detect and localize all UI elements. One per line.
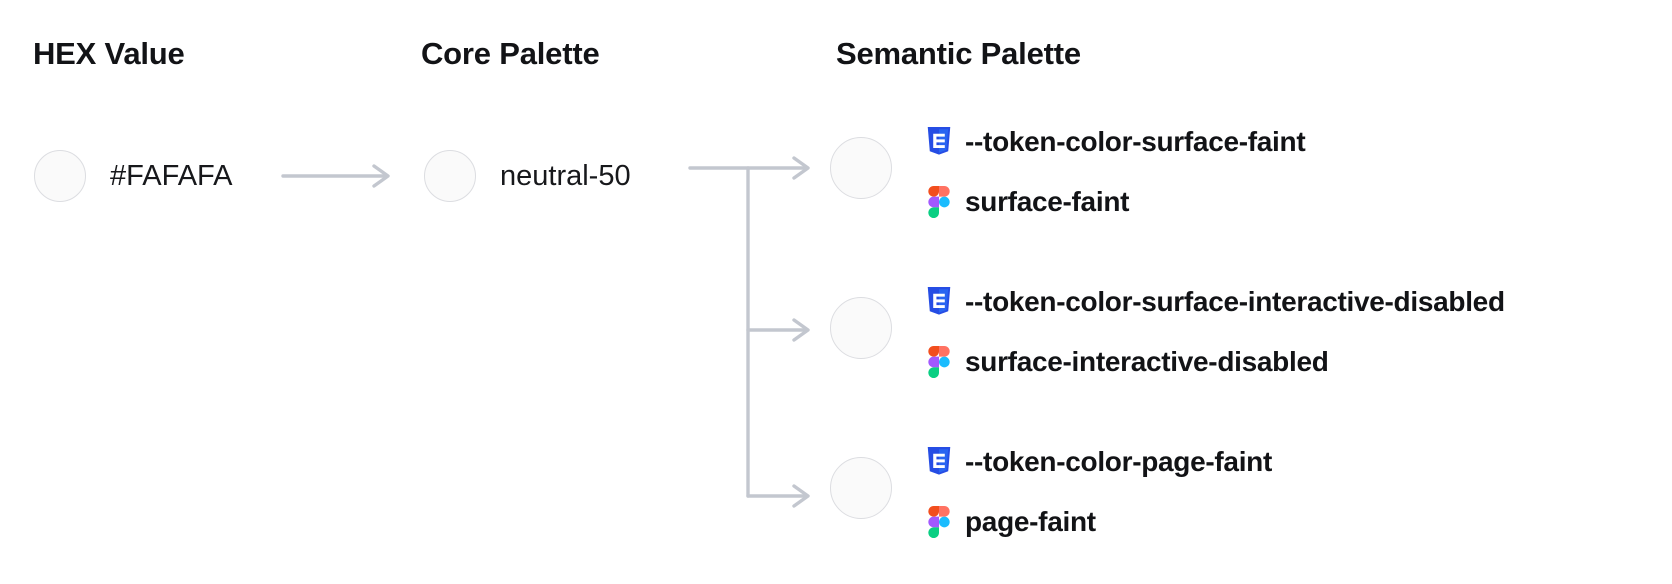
figma-icon xyxy=(925,346,953,378)
css3-icon xyxy=(925,446,953,478)
figma-icon xyxy=(925,186,953,218)
hex-value-label: #FAFAFA xyxy=(110,160,233,192)
figma-token-line-1: surface-interactive-disabled xyxy=(925,340,1645,384)
semantic-row-0: --token-color-surface-faint surface-fain… xyxy=(925,120,1645,224)
color-swatch-hex xyxy=(34,150,86,202)
arrow-core-to-semantic-branch xyxy=(688,156,810,508)
figma-token-label: surface-interactive-disabled xyxy=(965,346,1329,377)
css3-icon xyxy=(925,286,953,318)
css-token-line-2: --token-color-page-faint xyxy=(925,440,1645,484)
figma-token-label: page-faint xyxy=(965,506,1096,537)
semantic-row-1: --token-color-surface-interactive-disabl… xyxy=(925,280,1645,384)
color-swatch-semantic-0 xyxy=(830,137,892,199)
arrow-hex-to-core xyxy=(281,164,390,188)
semantic-row-2: --token-color-page-faint page-faint xyxy=(925,440,1645,544)
color-swatch-core xyxy=(424,150,476,202)
css-token-label: --token-color-surface-interactive-disabl… xyxy=(965,286,1505,317)
figma-token-label: surface-faint xyxy=(965,186,1130,217)
figma-token-line-2: page-faint xyxy=(925,500,1645,544)
figma-icon xyxy=(925,506,953,538)
column-heading-core-palette: Core Palette xyxy=(421,36,600,71)
css-token-line-1: --token-color-surface-interactive-disabl… xyxy=(925,280,1645,324)
column-heading-semantic-palette: Semantic Palette xyxy=(836,36,1081,71)
color-swatch-semantic-2 xyxy=(830,457,892,519)
css-token-line-0: --token-color-surface-faint xyxy=(925,120,1645,164)
core-palette-label: neutral-50 xyxy=(500,160,631,192)
column-heading-hex-value: HEX Value xyxy=(33,36,185,71)
color-swatch-semantic-1 xyxy=(830,297,892,359)
css3-icon xyxy=(925,126,953,158)
css-token-label: --token-color-surface-faint xyxy=(965,126,1306,157)
css-token-label: --token-color-page-faint xyxy=(965,446,1273,477)
figma-token-line-0: surface-faint xyxy=(925,180,1645,224)
